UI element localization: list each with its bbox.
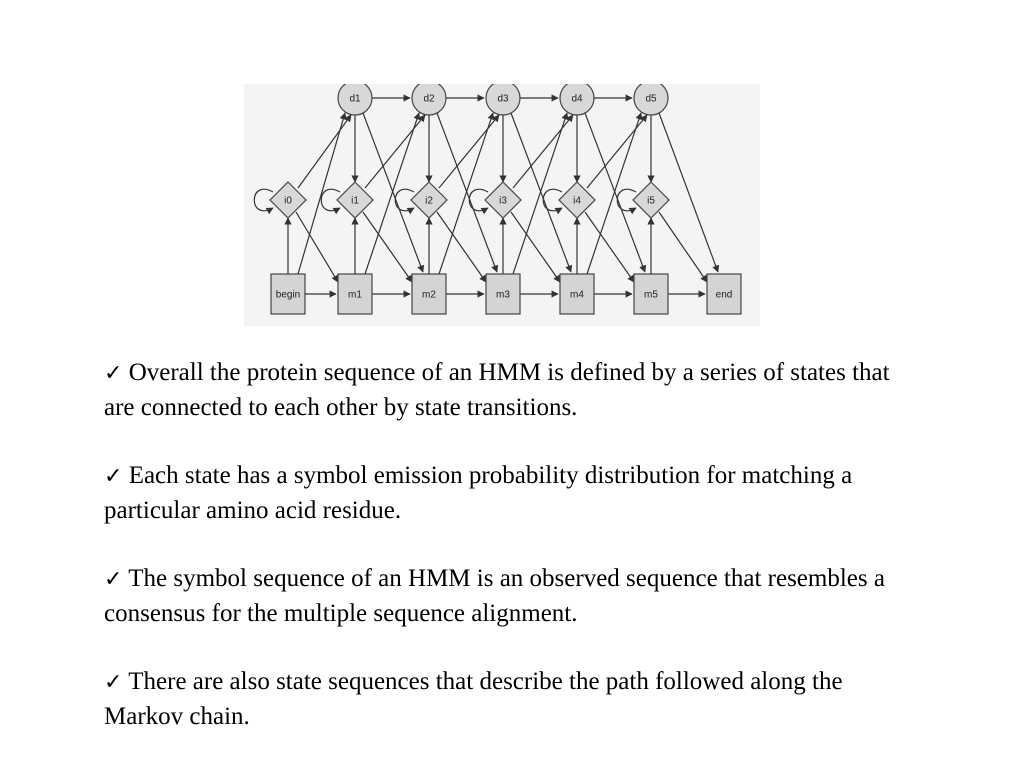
transition-arrow (512, 112, 569, 275)
transition-arrow (362, 112, 425, 273)
delete-state (411, 84, 447, 116)
hmm-diagram-svg: d1 d2 d3 d4 d5 i0 i1 i2 i3 i4 i5 begin m1 m2 m3 m4 m5 end (253, 84, 742, 315)
bullet-item: ✓ Each state has a symbol emission proba… (104, 459, 924, 528)
state-label: end (716, 290, 733, 301)
transition-arrow (297, 112, 347, 275)
bullet-item: ✓ There are also state sequences that de… (104, 665, 924, 734)
state-label: d2 (423, 94, 435, 105)
state-nodes: d1 d2 d3 d4 d5 i0 i1 i2 i3 i4 i5 begin m1 m2 m3 m4 m5 end (269, 84, 742, 315)
bullet-text: Overall the protein sequence of an HMM i… (104, 359, 890, 421)
transition-arrow (658, 211, 708, 283)
self-loop-arrow (320, 188, 341, 215)
match-state (411, 273, 447, 315)
transition-arrow (584, 112, 647, 273)
transition-arrow (584, 211, 635, 283)
check-icon: ✓ (104, 464, 123, 489)
delete-state (337, 84, 373, 116)
state-label: i5 (647, 196, 655, 207)
transition-arrow (295, 211, 339, 283)
transition-arrow (586, 114, 648, 189)
state-label: i1 (351, 196, 359, 207)
state-label: d4 (571, 94, 583, 105)
state-label: i4 (573, 196, 581, 207)
bullet-item: ✓ Overall the protein sequence of an HMM… (104, 356, 924, 425)
hmm-diagram: d1 d2 d3 d4 d5 i0 i1 i2 i3 i4 i5 begin m1 m2 m3 m4 m5 end (244, 84, 760, 326)
state-label: m3 (496, 290, 510, 301)
delete-state (633, 84, 669, 116)
bullet-text: Each state has a symbol emission probabi… (104, 462, 853, 524)
transition-arrow (510, 112, 573, 273)
delete-state (485, 84, 521, 116)
transition-arrow (364, 112, 421, 275)
insert-state (632, 181, 670, 219)
transition-arrow (512, 114, 574, 189)
match-state (706, 273, 742, 315)
bullet-text: The symbol sequence of an HMM is an obse… (104, 565, 885, 627)
insert-state (558, 181, 596, 219)
transition-arrow (586, 112, 643, 275)
match-state (270, 273, 306, 315)
transition-arrow (438, 112, 495, 275)
state-label: m4 (570, 290, 584, 301)
transition-arrow (658, 112, 720, 273)
insert-state (269, 181, 307, 219)
transition-arrow (438, 114, 500, 189)
transition-arrow (436, 211, 487, 283)
match-state (559, 273, 595, 315)
check-icon: ✓ (104, 670, 123, 695)
state-label: d5 (645, 94, 657, 105)
match-state (633, 273, 669, 315)
transition-arrow (364, 114, 426, 189)
transition-arrows (253, 94, 720, 298)
state-label: d1 (349, 94, 361, 105)
transition-arrow (436, 112, 499, 273)
state-label: m2 (422, 290, 436, 301)
state-label: i3 (499, 196, 507, 207)
state-label: i0 (284, 196, 292, 207)
transition-arrow (297, 114, 352, 189)
state-label: m5 (644, 290, 658, 301)
bullet-item: ✓ The symbol sequence of an HMM is an ob… (104, 562, 924, 631)
insert-state (484, 181, 522, 219)
insert-state (410, 181, 448, 219)
state-label: i2 (425, 196, 433, 207)
state-label: begin (276, 290, 300, 301)
state-label: d3 (497, 94, 509, 105)
transition-arrow (510, 211, 561, 283)
state-label: m1 (348, 290, 362, 301)
match-state (485, 273, 521, 315)
bullet-list: ✓ Overall the protein sequence of an HMM… (104, 356, 924, 734)
transition-arrow (362, 211, 413, 283)
match-state (337, 273, 373, 315)
check-icon: ✓ (104, 567, 123, 592)
bullet-text: There are also state sequences that desc… (104, 668, 843, 730)
self-loop-arrow (253, 188, 274, 215)
delete-state (559, 84, 595, 116)
check-icon: ✓ (104, 361, 123, 386)
insert-state (336, 181, 374, 219)
